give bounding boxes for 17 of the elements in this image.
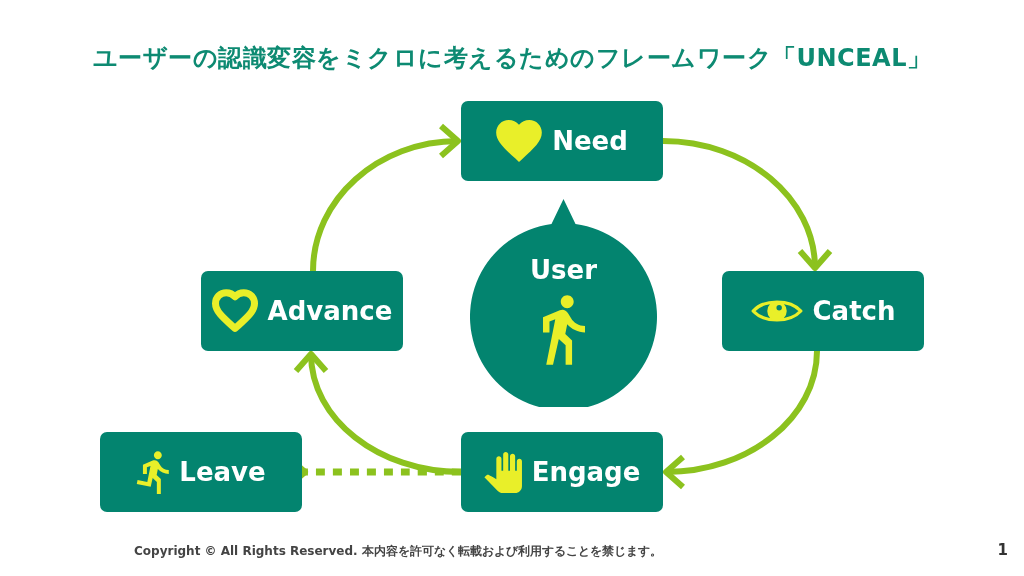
stage-box	[461, 432, 663, 512]
node-label: Need	[552, 128, 628, 154]
curved-arrow	[663, 350, 820, 490]
stage-box	[461, 101, 663, 181]
node-label: User	[529, 257, 597, 283]
stage-box	[100, 432, 302, 512]
title: ユーザーの認識変容をミクロに考えるためのフレームワーク「UNCEAL」	[92, 43, 932, 74]
stage-box	[722, 271, 924, 351]
node-label: Advance	[267, 298, 393, 324]
copyright-notice: Copyright © All Rights Reserved. 本内容を許可なく転載および利用することを禁じます。	[134, 543, 662, 560]
node-label: Leave	[179, 459, 266, 485]
node-label: Engage	[531, 459, 641, 485]
node-label: Catch	[812, 298, 896, 324]
page-number: 1	[997, 540, 1008, 561]
stage-box	[201, 271, 403, 351]
curved-arrow	[310, 124, 461, 272]
curved-arrow	[662, 138, 832, 271]
